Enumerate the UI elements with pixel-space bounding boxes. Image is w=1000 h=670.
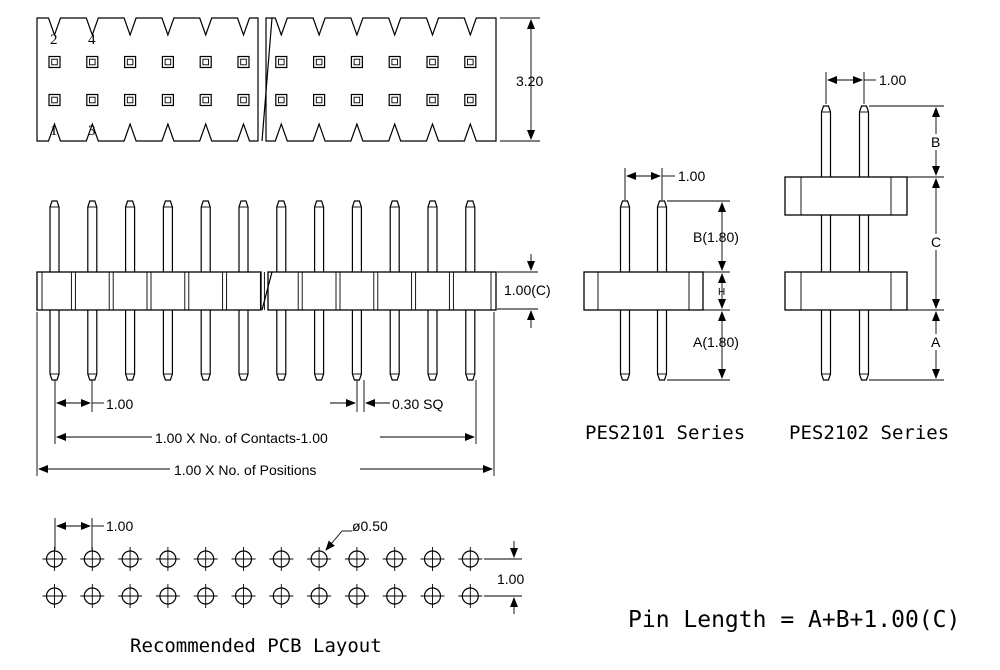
pcb-caption: Recommended PCB Layout xyxy=(130,635,382,657)
top-pad-inner xyxy=(126,58,134,66)
top-pad-outer xyxy=(426,93,439,107)
pes2101-b-label: B(1.80) xyxy=(693,229,739,245)
top-pad-outer xyxy=(313,93,326,107)
pes2102-a-bg xyxy=(928,334,944,350)
pes2102-caption: PES2102 Series xyxy=(789,422,949,444)
pcb-pitch-label: 1.00 xyxy=(106,518,133,534)
top-pad-outer xyxy=(199,55,212,69)
pes2101-a-label: A(1.80) xyxy=(693,334,739,350)
body-height-label: 1.00(C) xyxy=(504,282,551,298)
top-pad-outer xyxy=(86,93,99,107)
top-pad-outer xyxy=(48,55,61,69)
top-pad-inner xyxy=(51,58,58,66)
pes2101-pitch-label: 1.00 xyxy=(678,168,705,184)
top-pad-inner xyxy=(429,58,436,66)
pes2101-caption: PES2101 Series xyxy=(585,422,745,444)
pcb-hole-label: ø0.50 xyxy=(352,518,388,534)
top-pad-outer xyxy=(275,93,288,107)
top-pad-outer xyxy=(388,93,401,107)
top-pad-inner xyxy=(202,96,209,104)
top-pad-inner xyxy=(391,96,398,104)
top-pad-inner xyxy=(391,58,398,66)
pes2102-pitch-label: 1.00 xyxy=(879,72,906,88)
pin-label-2: 2 xyxy=(50,32,58,48)
top-body-left-section xyxy=(36,17,259,142)
side-view-insulator xyxy=(36,271,497,311)
pin-label-4: 4 xyxy=(88,32,96,48)
top-pad-outer xyxy=(464,93,477,107)
top-pad-inner xyxy=(467,96,474,104)
top-pad-outer xyxy=(275,55,288,69)
pitch-dim-label: 1.00 xyxy=(106,396,133,412)
top-view: 2 4 1 3 3.20 xyxy=(36,17,543,142)
top-pad-outer xyxy=(313,55,326,69)
top-pad-inner xyxy=(353,96,361,104)
height-dim-label: 3.20 xyxy=(516,73,543,89)
pes2102-b-label: B xyxy=(931,134,940,150)
top-pad-outer xyxy=(237,55,250,69)
pes2102-pin xyxy=(820,105,832,381)
top-view-body-outline xyxy=(36,17,497,142)
side-view: 1.00(C) 1.00 0.30 SQ 1.00 X No. of Conta… xyxy=(36,200,551,478)
pcb-row-label: 1.00 xyxy=(497,571,524,587)
top-pad-inner xyxy=(278,58,285,66)
pes2102-b-bg xyxy=(928,134,944,150)
pin-width-label: 0.30 SQ xyxy=(392,396,443,412)
pcb-layout: 1.00 ø0.50 1.00 Recommended PCB Layout xyxy=(42,518,524,657)
top-pad-outer xyxy=(388,55,401,69)
top-pad-outer xyxy=(123,55,137,69)
pes2102-c-bg xyxy=(928,234,944,250)
top-body-right-section xyxy=(265,17,497,142)
top-pad-inner xyxy=(126,96,134,104)
top-pad-inner xyxy=(429,96,436,104)
top-pad-outer xyxy=(48,93,61,107)
top-pad-inner xyxy=(315,58,323,66)
pes2102-view: 1.00 B C A PES2102 Series xyxy=(784,72,949,444)
top-pad-outer xyxy=(123,93,137,107)
pes2101-body xyxy=(583,271,704,311)
top-pad-inner xyxy=(164,58,172,66)
top-pad-outer xyxy=(464,55,477,69)
side-body-left xyxy=(36,271,262,311)
top-pad-inner xyxy=(51,96,58,104)
top-pad-inner xyxy=(467,58,474,66)
top-body-break-line xyxy=(261,17,273,142)
top-pad-inner xyxy=(240,58,247,66)
pes2101-h-label: H xyxy=(718,287,725,298)
top-pad-inner xyxy=(202,58,209,66)
pcb-hole-leader xyxy=(325,530,343,551)
top-pad-inner xyxy=(353,58,361,66)
top-pad-outer xyxy=(350,93,363,107)
top-pad-outer xyxy=(161,93,174,107)
top-pad-inner xyxy=(89,58,96,66)
pes2101-view: 1.00 B(1.80) H A(1.80) PES2101 Series xyxy=(583,168,745,444)
side-body-break xyxy=(261,271,273,311)
pin-label-1: 1 xyxy=(50,123,58,139)
pin-length-formula: Pin Length = A+B+1.00(C) xyxy=(628,607,960,633)
top-pad-outer xyxy=(350,55,363,69)
top-view-pads xyxy=(48,55,477,107)
contacts-dim-label: 1.00 X No. of Contacts-1.00 xyxy=(155,430,328,446)
pes2102-c-label: C xyxy=(931,234,941,250)
top-pad-outer xyxy=(426,55,439,69)
pin-label-3: 3 xyxy=(88,123,96,139)
pes2102-pin xyxy=(858,105,870,381)
pes2102-lower-body xyxy=(784,271,908,311)
pes2102-a-label: A xyxy=(931,334,941,350)
top-pad-inner xyxy=(240,96,247,104)
top-pad-inner xyxy=(164,96,172,104)
pcb-holes xyxy=(42,547,483,608)
positions-dim-label: 1.00 X No. of Positions xyxy=(174,462,316,478)
top-pad-inner xyxy=(315,96,323,104)
top-pad-outer xyxy=(199,93,212,107)
top-pad-outer xyxy=(161,55,174,69)
top-pad-inner xyxy=(89,96,96,104)
top-pad-inner xyxy=(278,96,285,104)
top-pad-outer xyxy=(86,55,99,69)
top-pad-outer xyxy=(237,93,250,107)
pes2102-upper-body xyxy=(784,176,908,216)
pes2102-pins xyxy=(820,105,870,381)
side-body-right xyxy=(267,271,497,311)
